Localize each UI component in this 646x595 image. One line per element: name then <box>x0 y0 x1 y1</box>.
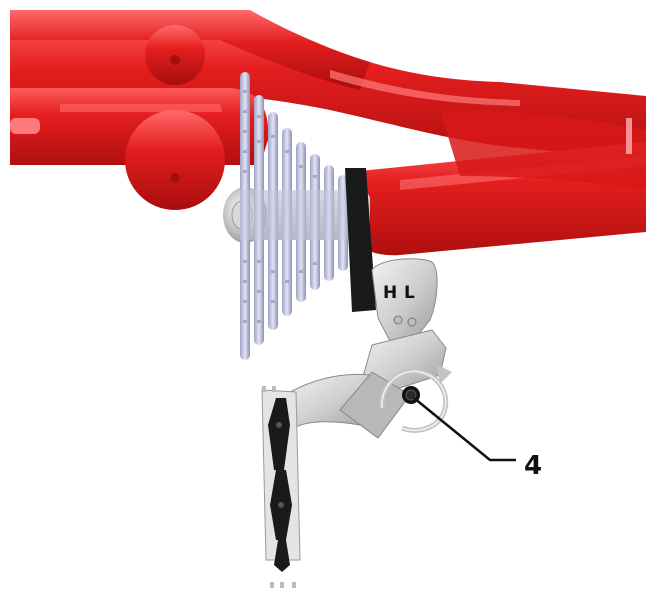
chain-link <box>270 582 274 588</box>
chain-pin <box>278 502 284 508</box>
chain-link <box>262 386 266 392</box>
cassette <box>240 72 350 360</box>
chain-link <box>272 386 276 392</box>
knuckle-bolt <box>394 316 402 324</box>
callout-number: 4 <box>524 451 542 481</box>
chain-pin <box>276 422 282 428</box>
frame-dropout-hole <box>170 173 180 183</box>
frame-dropout-bulb <box>125 110 225 210</box>
frame-slot <box>626 118 632 154</box>
frame-highlight <box>10 118 40 134</box>
chain-link <box>280 582 284 588</box>
limit-label-high: H <box>383 283 397 303</box>
cassette-spacer <box>240 190 350 240</box>
knuckle-bolt <box>408 318 416 326</box>
frame-mount-hole <box>170 55 180 65</box>
frame-highlight <box>60 104 222 112</box>
chain-link <box>292 582 296 588</box>
limit-label-low: L <box>404 283 415 303</box>
